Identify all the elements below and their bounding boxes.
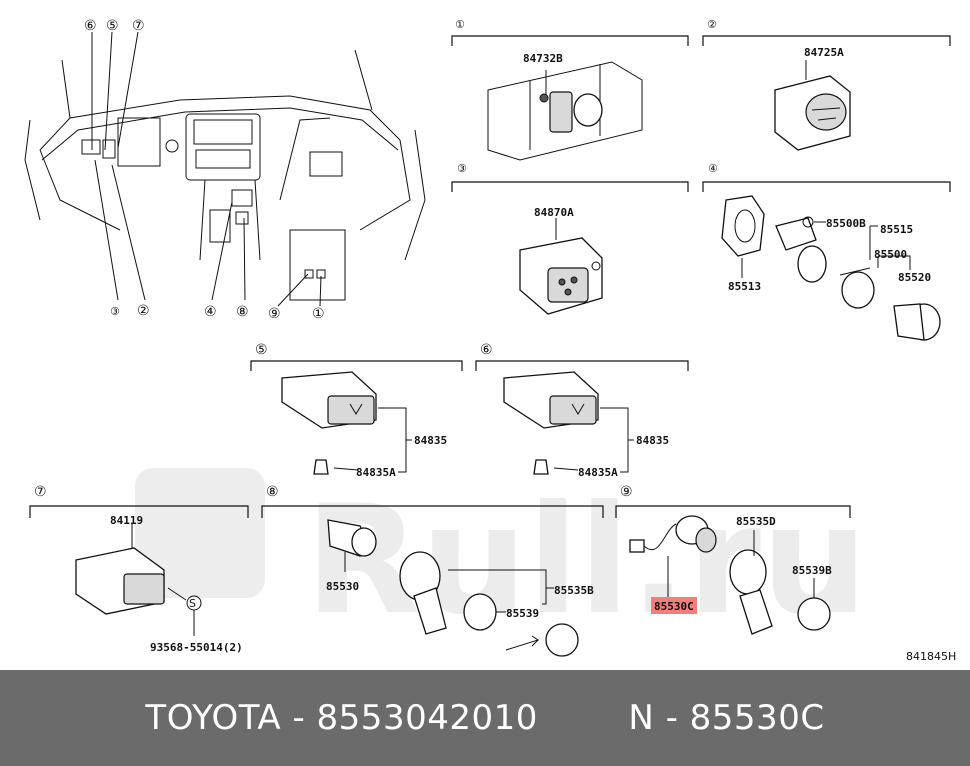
callout-3: ③ — [110, 305, 120, 318]
section-7-number: ⑦ — [34, 484, 47, 500]
svg-text:S: S — [189, 597, 196, 610]
part-label-85530: 85530 — [326, 580, 359, 593]
section-9: ⑨ 85530C 85535D 85539B — [615, 484, 851, 635]
footer-sep: - — [281, 698, 317, 738]
section-3-number: ③ — [457, 162, 467, 175]
section-2: ② 84725A — [702, 18, 951, 151]
callout-1: ① — [312, 306, 325, 322]
part-label-84835-a: 84835 — [414, 434, 447, 447]
section-6-number: ⑥ — [480, 342, 493, 358]
callout-4: ④ — [204, 304, 217, 320]
part-label-85535D: 85535D — [736, 515, 776, 528]
callout-5: ⑤ — [106, 18, 119, 34]
section-7: ⑦ S 84119 93568-55014(2) — [29, 484, 249, 654]
footer-bar: TOYOTA - 8553042010 N - 85530C — [0, 670, 970, 766]
callout-6: ⑥ — [84, 18, 97, 34]
part-label-84835A-a: 84835A — [356, 466, 396, 479]
section-6: ⑥ 84835 84835A — [475, 342, 689, 479]
footer-brand: TOYOTA — [145, 698, 282, 738]
callout-9: ⑨ — [268, 306, 281, 322]
part-label-85539: 85539 — [506, 607, 539, 620]
part-label-85500B: 85500B — [826, 217, 866, 230]
callout-7: ⑦ — [132, 18, 145, 34]
part-label-85513: 85513 — [728, 280, 761, 293]
section-5: ⑤ 84835 84835A — [250, 342, 463, 479]
section-8: ⑧ 85530 85535B 85539 — [261, 484, 604, 657]
part-label-84732B: 84732B — [523, 52, 563, 65]
section-3: ③ 84870A — [451, 162, 689, 315]
callout-2: ② — [137, 303, 150, 319]
part-label-84725A: 84725A — [804, 46, 844, 59]
part-label-84870A: 84870A — [534, 206, 574, 219]
part-label-85515: 85515 — [880, 223, 913, 236]
diagram-code: 841845H — [906, 650, 956, 663]
footer-part-code: N - 85530C — [628, 698, 825, 738]
part-label-85530C: 85530C — [654, 600, 694, 613]
footer-gap — [538, 698, 628, 738]
highlight-85530C — [651, 597, 697, 614]
part-label-84835A-b: 84835A — [578, 466, 618, 479]
part-label-85500: 85500 — [874, 248, 907, 261]
section-1-number: ① — [455, 18, 465, 31]
section-4-number: ④ — [708, 162, 718, 175]
footer-text: TOYOTA - 8553042010 N - 85530C — [0, 670, 970, 766]
parts-diagram: Rull.ru ⑥ ⑤ ⑦ ③ ② ④ ⑧ ⑨ — [24, 18, 956, 663]
dashboard-overview: ⑥ ⑤ ⑦ ③ ② ④ ⑧ ⑨ ① — [24, 18, 426, 322]
callout-8: ⑧ — [236, 304, 249, 320]
section-5-number: ⑤ — [255, 342, 268, 358]
footer-part-number: 8553042010 — [316, 698, 538, 738]
part-label-85535B: 85535B — [554, 584, 594, 597]
section-2-number: ② — [707, 18, 717, 31]
part-label-85539B: 85539B — [792, 564, 832, 577]
section-4: ④ 85500B 85515 85500 85513 85520 — [702, 162, 951, 341]
part-label-93568-55014: 93568-55014(2) — [150, 641, 243, 654]
section-1: ① 84732B — [451, 18, 689, 161]
part-label-84119: 84119 — [110, 514, 143, 527]
part-label-85520: 85520 — [898, 271, 931, 284]
section-9-number: ⑨ — [620, 484, 633, 500]
part-label-84835-b: 84835 — [636, 434, 669, 447]
watermark: Rull.ru — [135, 468, 868, 648]
section-8-number: ⑧ — [266, 484, 279, 500]
svg-text:Rull.ru: Rull.ru — [305, 474, 868, 648]
